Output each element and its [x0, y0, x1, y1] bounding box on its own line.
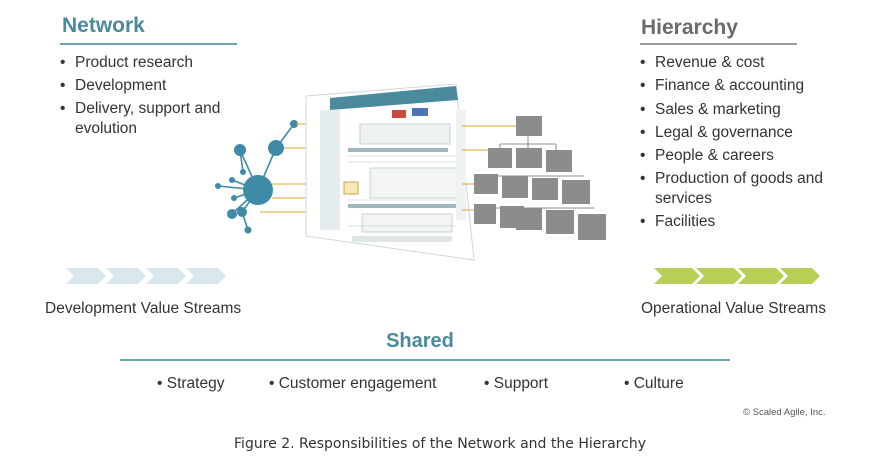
shared-item-label: Strategy — [166, 375, 225, 392]
hierarchy-title: Hierarchy — [641, 16, 738, 39]
network-hierarchy-illustration — [66, 83, 820, 284]
shared-item: • Customer engagement — [269, 375, 437, 392]
hierarchy-item: Finance & accounting — [640, 76, 840, 96]
hierarchy-item: Legal & governance — [640, 123, 840, 143]
shared-item-label: Support — [493, 375, 549, 392]
shared-item: • Culture — [624, 375, 684, 392]
shared-underline — [120, 359, 730, 361]
network-item: Delivery, support and evolution — [60, 99, 240, 139]
network-item: Product research — [60, 53, 240, 73]
hierarchy-item: Facilities — [640, 212, 840, 232]
hierarchy-connectors — [462, 125, 516, 211]
framework-sheet-image — [305, 83, 475, 261]
operational-value-streams-label: Operational Value Streams — [641, 300, 826, 317]
hierarchy-item: Revenue & cost — [640, 53, 840, 73]
network-title: Network — [62, 14, 145, 37]
development-value-streams-label: Development Value Streams — [45, 300, 242, 317]
shared-item-label: Culture — [633, 375, 684, 392]
hierarchy-item: People & careers — [640, 146, 840, 166]
shared-item: • Strategy — [157, 375, 225, 392]
shared-title: Shared — [386, 330, 454, 352]
org-chart-icon — [474, 116, 606, 240]
network-list: Product research Development Delivery, s… — [60, 53, 240, 142]
network-item: Development — [60, 76, 240, 96]
network-underline — [60, 43, 237, 45]
hierarchy-underline — [640, 43, 797, 45]
development-value-stream-arrows — [66, 268, 226, 284]
shared-item: • Support — [484, 375, 549, 392]
hierarchy-item: Sales & marketing — [640, 100, 840, 120]
copyright-notice: © Scaled Agile, Inc. — [743, 407, 826, 418]
operational-value-stream-arrows — [654, 268, 820, 284]
hierarchy-list: Revenue & cost Finance & accounting Sale… — [640, 53, 840, 236]
hierarchy-item: Production of goods and services — [640, 169, 840, 208]
figure-caption: Figure 2. Responsibilities of the Networ… — [234, 436, 646, 452]
shared-item-label: Customer engagement — [278, 375, 437, 392]
network-graph-icon — [215, 120, 298, 234]
